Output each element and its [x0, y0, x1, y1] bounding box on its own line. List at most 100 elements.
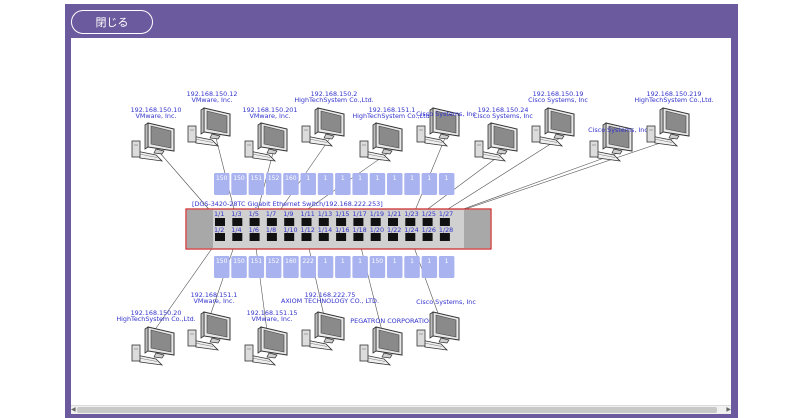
port-label-top: 1/17	[352, 210, 366, 218]
device-bottom[interactable]: Cisco Systems, Inc	[416, 298, 476, 351]
vlan-box-bottom	[300, 256, 316, 278]
vlan-id-bottom: 151	[251, 258, 263, 265]
horizontal-scrollbar[interactable]: ◀ ▶	[71, 405, 731, 414]
vlan-box-bottom	[335, 256, 351, 278]
vlan-id-bottom: 150	[216, 258, 228, 265]
link-line	[427, 137, 676, 223]
device-ip: 192.168.150.20	[131, 309, 182, 317]
close-button[interactable]: 閉じる	[71, 10, 153, 34]
port-jack-bottom[interactable]	[353, 233, 364, 241]
port-jack-top[interactable]	[370, 218, 381, 226]
vlan-id-top: 1	[341, 175, 345, 182]
vlan-id-top: 1	[375, 175, 379, 182]
vlan-id-top: 1	[324, 175, 328, 182]
port-jack-top[interactable]	[336, 218, 347, 226]
port-label-top: 1/9	[283, 210, 293, 218]
vlan-box-top	[231, 173, 247, 195]
device-bottom[interactable]: PEGATRON CORPORATION	[350, 317, 434, 366]
vlan-id-bottom: 160	[285, 258, 297, 265]
device-top[interactable]: Cisco Systems, Inc	[588, 122, 648, 162]
vlan-box-top	[335, 173, 351, 195]
port-jack-bottom[interactable]	[232, 233, 243, 241]
port-jack-top[interactable]	[388, 218, 398, 226]
port-label-top: 1/5	[249, 210, 259, 218]
vlan-box-bottom	[438, 256, 455, 278]
link-line	[153, 236, 221, 332]
device-vendor: VMware, Inc.	[194, 297, 235, 305]
port-label-top: 1/27	[439, 210, 453, 218]
device-ip: 192.168.150.19	[533, 90, 584, 98]
device-top[interactable]: Cisco Systems, Inc	[416, 107, 476, 147]
device-vendor: VMware, Inc.	[136, 112, 177, 120]
vlan-box-bottom	[404, 256, 420, 278]
device-vendor: Cisco Systems, Inc	[588, 126, 648, 134]
vlan-box-bottom	[231, 256, 247, 278]
device-vendor: Cisco Systems, Inc	[528, 96, 588, 104]
port-jack-bottom[interactable]	[249, 233, 260, 241]
vlan-box-bottom	[283, 256, 299, 278]
port-jack-top[interactable]	[301, 218, 312, 226]
port-jack-top[interactable]	[266, 218, 277, 226]
port-jack-bottom[interactable]	[422, 233, 433, 241]
vlan-id-top: 151	[251, 175, 263, 182]
vlan-box-top	[300, 173, 316, 195]
scrollbar-thumb[interactable]	[77, 407, 717, 413]
port-label-bottom: 1/16	[335, 226, 349, 234]
port-label-top: 1/1	[214, 210, 224, 218]
port-jack-top[interactable]	[232, 218, 243, 226]
port-jack-bottom[interactable]	[284, 233, 295, 241]
switch-chassis-left-shade	[187, 210, 213, 248]
vlan-id-top: 1	[306, 175, 310, 182]
device-ip: 192.168.150.219	[647, 90, 702, 98]
port-label-bottom: 1/2	[214, 226, 224, 234]
switch-label: [DGS-3420-28TC Gigabit Ethernet Switch/1…	[192, 200, 383, 208]
port-jack-bottom[interactable]	[301, 233, 312, 241]
port-jack-bottom[interactable]	[388, 233, 398, 241]
device-vendor: Cisco Systems, Inc	[416, 110, 476, 118]
device-vendor: VMware, Inc.	[250, 112, 291, 120]
port-jack-bottom[interactable]	[215, 233, 225, 241]
vlan-box-bottom	[369, 256, 386, 278]
vlan-id-top: 150	[233, 175, 245, 182]
port-jack-top[interactable]	[353, 218, 364, 226]
port-label-bottom: 1/4	[231, 226, 241, 234]
port-jack-bottom[interactable]	[336, 233, 347, 241]
scroll-right-icon[interactable]: ▶	[726, 406, 731, 413]
port-jack-bottom[interactable]	[266, 233, 277, 241]
device-ip: 192.168.151.15	[247, 309, 298, 317]
switch[interactable]: [DGS-3420-28TC Gigabit Ethernet Switch/1…	[185, 200, 492, 250]
port-jack-bottom[interactable]	[439, 233, 450, 241]
port-jack-top[interactable]	[439, 218, 450, 226]
port-jack-bottom[interactable]	[370, 233, 381, 241]
vlan-id-top: 160	[285, 175, 297, 182]
port-jack-bottom[interactable]	[318, 233, 329, 241]
vlan-id-bottom: 222	[302, 258, 314, 265]
port-jack-top[interactable]	[215, 218, 225, 226]
vlan-id-top: 1	[410, 175, 414, 182]
port-jack-top[interactable]	[422, 218, 433, 226]
port-jack-top[interactable]	[249, 218, 260, 226]
port-jack-top[interactable]	[318, 218, 329, 226]
vlan-id-bottom: 1	[393, 258, 397, 265]
vlan-box-top	[248, 173, 265, 195]
port-jack-top[interactable]	[405, 218, 416, 226]
device-ip: 192.168.151.1	[369, 106, 416, 114]
port-label-bottom: 1/26	[422, 226, 436, 234]
port-jack-top[interactable]	[284, 218, 295, 226]
port-jack-bottom[interactable]	[405, 233, 416, 241]
scroll-left-icon[interactable]: ◀	[71, 406, 76, 413]
